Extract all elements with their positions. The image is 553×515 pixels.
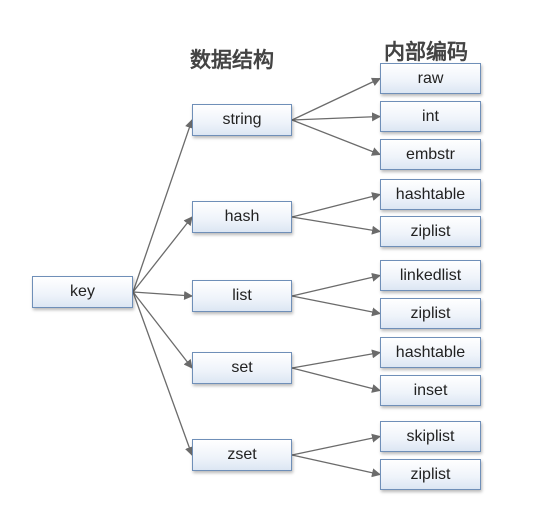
encoding-heading: 内部编码 [384, 40, 468, 64]
edge-string-to-encoding-0 [291, 77, 381, 121]
node-encoding-zset-skiplist: skiplist [380, 421, 481, 452]
edge-key-to-list [132, 290, 193, 300]
node-encoding-string-raw: raw [380, 63, 481, 94]
edge-string-to-encoding-1 [291, 112, 381, 122]
node-type-hash: hash [192, 201, 292, 233]
node-encoding-hash-hashtable: hashtable [380, 179, 481, 210]
edge-key-to-zset [132, 291, 194, 456]
node-encoding-list-linkedlist: linkedlist [380, 260, 481, 291]
node-type-string: string [192, 104, 292, 136]
node-encoding-set-hashtable: hashtable [380, 337, 481, 368]
edge-set-to-encoding-1 [291, 367, 381, 393]
node-encoding-string-int: int [380, 101, 481, 132]
edge-key-to-hash [132, 216, 193, 293]
edge-zset-to-encoding-1 [291, 454, 381, 478]
node-encoding-string-embstr: embstr [380, 139, 481, 170]
node-type-zset: zset [192, 439, 292, 471]
edge-zset-to-encoding-0 [291, 433, 381, 456]
node-type-list: list [192, 280, 292, 312]
structure-heading: 数据结构 [190, 48, 274, 72]
node-key: key [32, 276, 133, 308]
edge-list-to-encoding-1 [291, 295, 381, 317]
edge-hash-to-encoding-1 [291, 216, 381, 235]
node-type-set: set [192, 352, 292, 384]
node-encoding-hash-ziplist: ziplist [380, 216, 481, 247]
edge-list-to-encoding-0 [291, 272, 381, 297]
node-encoding-zset-ziplist: ziplist [380, 459, 481, 490]
edge-hash-to-encoding-0 [291, 192, 381, 218]
node-encoding-list-ziplist: ziplist [380, 298, 481, 329]
node-encoding-set-inset: inset [380, 375, 481, 406]
edge-string-to-encoding-2 [291, 119, 381, 156]
edge-set-to-encoding-0 [291, 349, 381, 369]
edge-key-to-set [132, 291, 193, 369]
edge-key-to-string [132, 119, 194, 293]
